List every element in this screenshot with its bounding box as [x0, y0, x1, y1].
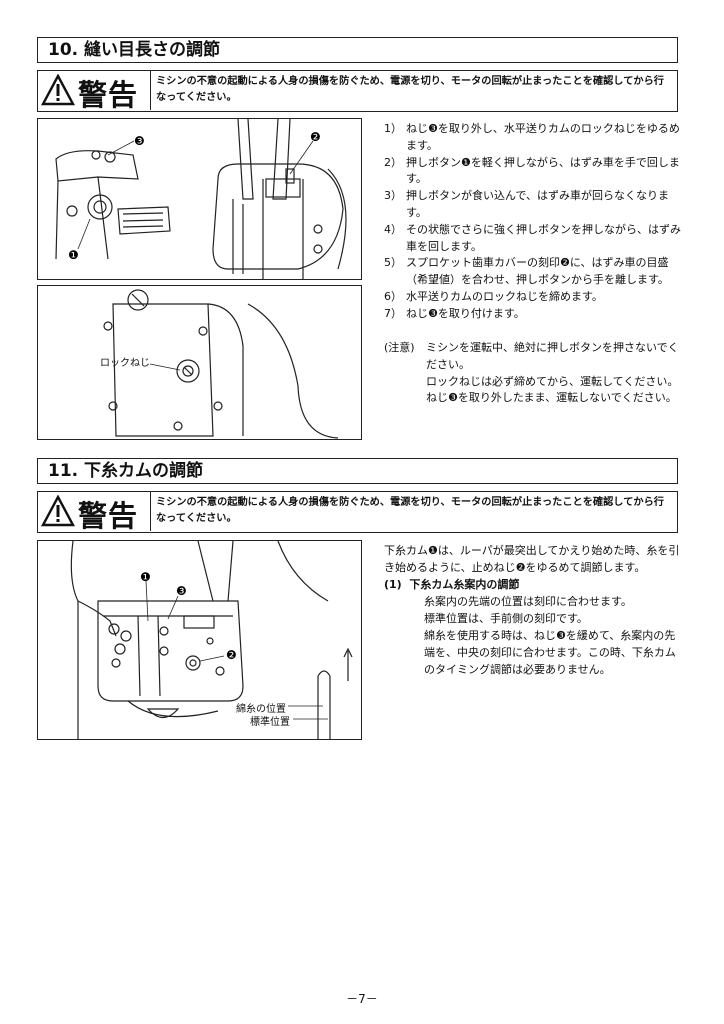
- section11-title: 11. 下糸カムの調節: [37, 458, 678, 484]
- warning-triangle-icon: [41, 495, 75, 527]
- warning-header: 警告: [38, 492, 151, 533]
- callout-3: ❸: [134, 134, 145, 148]
- callout-2: ❷: [310, 130, 321, 144]
- page-number: －7－: [346, 992, 378, 1006]
- warning-header: 警告: [38, 71, 151, 112]
- note-line: ねじ❸を取り外したまま、運転しないでください。: [426, 391, 677, 405]
- warning-word: 警告: [78, 78, 139, 112]
- section11-warning: 警告 ミシンの不意の起動による人身の損傷を防ぐため、電源を切り、モータの回転が止…: [37, 491, 678, 533]
- subsection-heading: (1) 下糸カム糸案内の調節: [384, 578, 520, 591]
- lock-screw-label: ロックねじ: [100, 358, 150, 369]
- step-item: 3）押しボタンが食い込んで、はずみ車が回らなくなります。: [384, 189, 670, 219]
- figure-lock-screw: ロックねじ: [37, 285, 362, 440]
- note-line: ミシンを運転中、絶対に押しボタンを押さないでください。: [426, 341, 679, 371]
- step-item: 5）スプロケット歯車カバーの刻印❷に、はずみ車の目盛（希望値）を合わせ、押しボタ…: [384, 256, 669, 287]
- sub-line: 糸案内の先端の位置は刻印に合わせます。: [424, 595, 632, 608]
- section11-text: 下糸カム❶は、ルーパが最突出してかえり始めた時、糸を引き始めるように、止めねじ❷…: [384, 542, 684, 678]
- figure-stitch-top: ❸ ❶ ❷: [37, 118, 362, 280]
- sub-line: 綿糸を使用する時は、ねじ❸を緩めて、糸案内の先端を、中央の刻印に合わせます。この…: [424, 629, 676, 676]
- figure-looper-cam: ❶ ❸ ❷ 綿糸の位置 標準位置: [37, 540, 362, 740]
- sewing-machine-drawing-1: ❸ ❶ ❷: [55, 119, 347, 279]
- step-item: 7）ねじ❸を取り付けます。: [384, 306, 525, 320]
- section10-warning: 警告 ミシンの不意の起動による人身の損傷を防ぐため、電源を切り、モータの回転が止…: [37, 70, 678, 112]
- step-item: 1）ねじ❸を取り外し、水平送りカムのロックねじをゆるめます。: [384, 122, 680, 152]
- step-item: 6）水平送りカムのロックねじを締めます。: [384, 289, 603, 303]
- warning-text: ミシンの不意の起動による人身の損傷を防ぐため、電源を切り、モータの回転が止まった…: [156, 497, 664, 524]
- callout-1: ❶: [68, 248, 79, 262]
- warning-triangle-icon: [41, 74, 75, 106]
- warning-word: 警告: [78, 499, 139, 533]
- callout-2: ❷: [226, 648, 237, 662]
- cotton-position-label: 綿糸の位置: [236, 704, 286, 715]
- note-label: (注意): [384, 341, 415, 354]
- warning-text: ミシンの不意の起動による人身の損傷を防ぐため、電源を切り、モータの回転が止まった…: [156, 76, 664, 103]
- section10-note: (注意) ミシンを運転中、絶対に押しボタンを押さないでください。 ロックねじは必…: [384, 340, 684, 407]
- note-line: ロックねじは必ず締めてから、運転してください。: [426, 374, 679, 388]
- step-item: 4）その状態でさらに強く押しボタンを押しながら、はずみ車を回します。: [384, 222, 681, 253]
- section10-steps: 1）ねじ❸を取り外し、水平送りカムのロックねじをゆるめます。 2）押しボタン❶を…: [384, 121, 684, 323]
- sewing-machine-drawing-2: [103, 289, 339, 439]
- sewing-machine-drawing-3: ❶ ❸ ❷: [70, 541, 353, 739]
- standard-position-label: 標準位置: [250, 717, 290, 728]
- section11-intro: 下糸カム❶は、ルーパが最突出してかえり始めた時、糸を引き始めるように、止めねじ❷…: [384, 544, 680, 574]
- step-item: 2）押しボタン❶を軽く押しながら、はずみ車を手で回します。: [384, 155, 680, 186]
- sub-line: 標準位置は、手前側の刻印です。: [424, 612, 588, 625]
- callout-3: ❸: [176, 584, 187, 598]
- section10-title: 10. 縫い目長さの調節: [37, 37, 678, 63]
- callout-1: ❶: [140, 570, 151, 584]
